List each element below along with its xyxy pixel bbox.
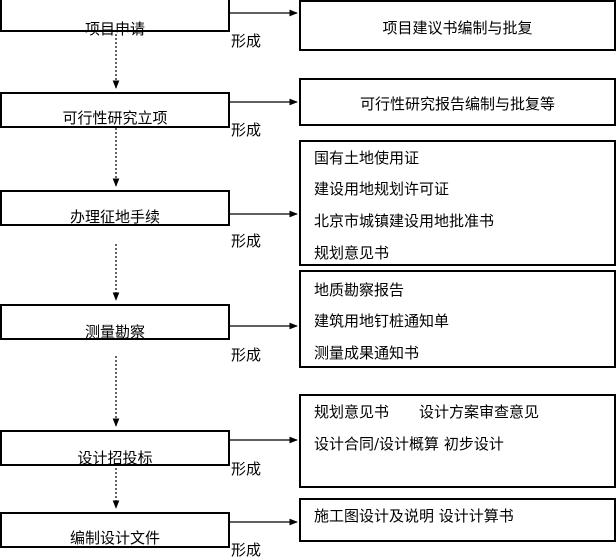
result-line: 建设用地规划许可证 xyxy=(314,180,450,198)
result-box-feasibility-report: 可行性研究报告编制与批复等 xyxy=(299,78,616,126)
step-box-feasibility-study: 可行性研究立项 xyxy=(0,92,230,128)
step-label: 测量勘察 xyxy=(84,323,145,341)
result-line: 北京市城镇建设用地批准书 xyxy=(314,212,495,230)
result-line: 可行性研究报告编制与批复等 xyxy=(359,95,555,113)
output-label: 形成 xyxy=(231,460,262,478)
result-box-land-documents: 国有土地使用证 建设用地规划许可证 北京市城镇建设用地批准书 规划意见书 xyxy=(299,140,616,266)
output-label: 形成 xyxy=(231,232,262,250)
output-label: 形成 xyxy=(231,346,262,364)
step-label: 可行性研究立项 xyxy=(62,109,168,127)
result-line: 规划意见书 设计方案审查意见 xyxy=(314,403,540,421)
result-box-construction-drawings: 施工图设计及说明 设计计算书 xyxy=(299,498,616,542)
output-label: 形成 xyxy=(231,541,262,559)
step-box-survey: 测量勘察 xyxy=(0,304,230,340)
step-box-design-documents: 编制设计文件 xyxy=(0,512,230,548)
result-box-proposal: 项目建议书编制与批复 xyxy=(299,0,616,51)
output-label: 形成 xyxy=(231,121,262,139)
step-label: 办理征地手续 xyxy=(69,208,160,226)
step-label: 项目申请 xyxy=(84,20,145,38)
step-box-project-application: 项目申请 xyxy=(0,0,230,37)
result-line: 测量成果通知书 xyxy=(314,344,420,362)
result-line: 国有土地使用证 xyxy=(314,149,420,167)
result-line: 建筑用地钉桩通知单 xyxy=(314,312,450,330)
result-line: 施工图设计及说明 设计计算书 xyxy=(314,507,514,525)
result-line: 规划意见书 xyxy=(314,244,390,262)
result-line: 地质勘察报告 xyxy=(314,281,405,299)
result-box-survey-documents: 地质勘察报告 建筑用地钉桩通知单 测量成果通知书 xyxy=(299,270,616,368)
step-label: 设计招投标 xyxy=(77,449,153,467)
result-box-design-approvals: 规划意见书 设计方案审查意见 设计合同/设计概算 初步设计 xyxy=(299,394,616,488)
step-box-design-bidding: 设计招投标 xyxy=(0,430,230,466)
step-box-land-acquisition: 办理征地手续 xyxy=(0,190,230,226)
step-label: 编制设计文件 xyxy=(69,529,160,547)
output-label: 形成 xyxy=(231,32,262,50)
result-line: 项目建议书编制与批复 xyxy=(382,19,533,37)
result-line: 设计合同/设计概算 初步设计 xyxy=(314,435,504,453)
